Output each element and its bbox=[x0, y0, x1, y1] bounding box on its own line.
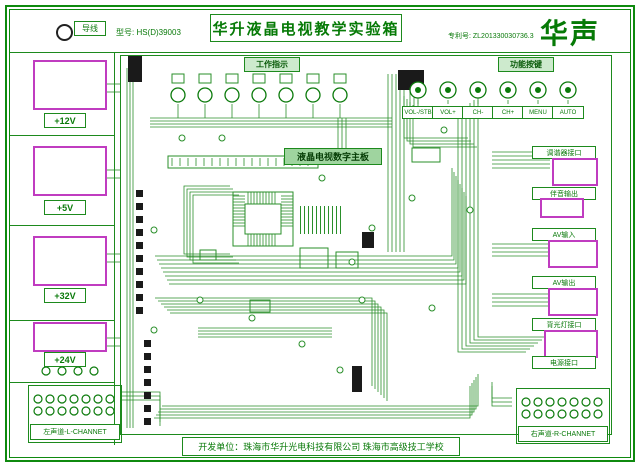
function-keys-label: 功能按键 bbox=[498, 57, 554, 72]
power-label-1: +12V bbox=[44, 113, 86, 128]
function-key-label-volstb: VOL-/STB bbox=[402, 106, 434, 119]
patent-number: 专利号: ZL201330030736.3 bbox=[448, 33, 534, 40]
brand-logo: 华声 bbox=[540, 18, 601, 49]
right-speaker-label: 右声道-R-CHANNET bbox=[518, 426, 608, 442]
function-key-label-chminus: CH- bbox=[462, 106, 494, 119]
mainboard-label: 液晶电视数字主板 bbox=[284, 148, 382, 165]
right-speaker-panel bbox=[516, 388, 610, 444]
function-key-label-volplus: VOL+ bbox=[432, 106, 464, 119]
power-module-4 bbox=[33, 322, 107, 352]
audio-out-connector bbox=[540, 198, 584, 218]
av-in-jacks bbox=[548, 240, 598, 268]
left-speaker-label: 左声道-L-CHANNET bbox=[30, 424, 120, 440]
divider bbox=[114, 52, 115, 445]
power-label-4: +24V bbox=[44, 352, 86, 367]
page-title: 华升液晶电视教学实验箱 bbox=[210, 14, 402, 42]
function-key-label-chplus: CH+ bbox=[492, 106, 524, 119]
power-port-label: 电源接口 bbox=[532, 356, 596, 369]
wire-label: 导线 bbox=[74, 21, 106, 36]
developer-info: 开发单位：珠海市华升光电科技有限公司 珠海市高级技工学校 bbox=[182, 437, 460, 456]
inner-frame bbox=[9, 9, 631, 458]
av-out-jacks bbox=[548, 288, 598, 316]
dense-trace-area bbox=[300, 206, 342, 234]
work-indicator-label: 工作指示 bbox=[244, 57, 300, 72]
power-label-3: +32V bbox=[44, 288, 86, 303]
wire-terminal bbox=[56, 24, 73, 41]
left-speaker-panel bbox=[28, 385, 122, 443]
divider bbox=[10, 135, 114, 136]
power-label-2: +5V bbox=[44, 200, 86, 215]
model-number: 型号: HS(D)39003 bbox=[116, 28, 181, 37]
backlight-connector bbox=[544, 330, 598, 358]
power-module-3 bbox=[33, 236, 107, 286]
outer-frame bbox=[5, 5, 635, 462]
divider bbox=[10, 320, 114, 321]
function-key-label-menu: MENU bbox=[522, 106, 554, 119]
divider bbox=[10, 52, 630, 53]
function-key-label-auto: AUTO bbox=[552, 106, 584, 119]
power-module-2 bbox=[33, 146, 107, 196]
tuner-connector bbox=[552, 158, 598, 186]
power-module-1 bbox=[33, 60, 107, 110]
divider bbox=[10, 225, 114, 226]
divider bbox=[10, 382, 114, 383]
mainboard-area bbox=[120, 55, 612, 435]
